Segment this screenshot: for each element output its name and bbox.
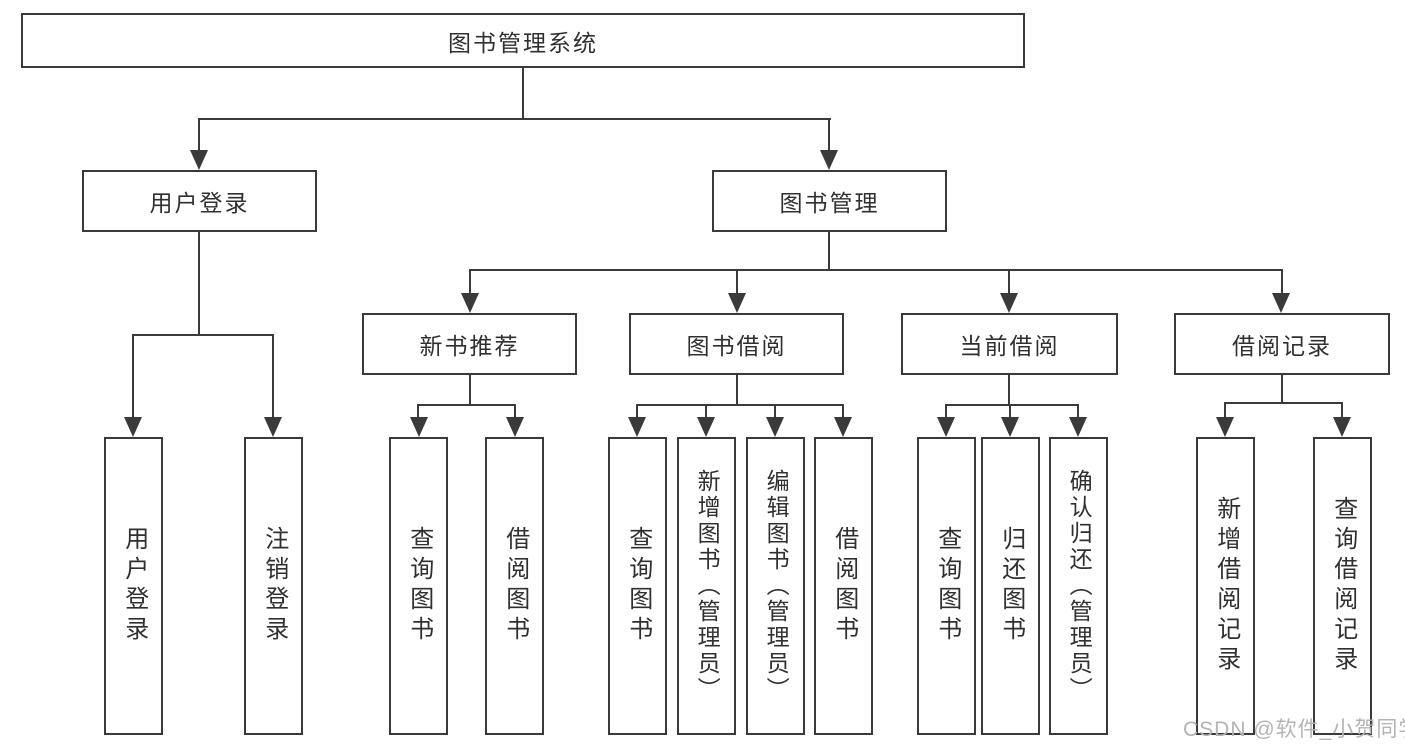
connector-line: [945, 404, 1079, 406]
arrow-down-icon: [820, 150, 838, 170]
leaf-query-books-borrowing-label: 查询图书: [624, 526, 652, 646]
arrow-down-icon: [190, 150, 208, 170]
arrow-down-icon: [697, 417, 715, 437]
connector-line: [1281, 375, 1283, 404]
node-current-borrowing: 当前借阅: [901, 313, 1118, 375]
connector-line: [198, 118, 831, 120]
node-borrowing-records: 借阅记录: [1174, 313, 1390, 375]
node-book-management-label: 图书管理: [779, 190, 880, 216]
node-new-book-recommendation-label: 新书推荐: [419, 333, 520, 359]
arrow-down-icon: [1069, 417, 1087, 437]
connector-line: [469, 269, 471, 295]
leaf-edit-books-admin: 编辑图书（管理员）: [746, 437, 805, 735]
leaf-borrow-books-recommend-label: 借阅图书: [501, 526, 529, 646]
connector-line: [1224, 402, 1343, 404]
connector-line: [1008, 269, 1010, 295]
connector-line: [736, 375, 738, 406]
arrow-down-icon: [728, 293, 746, 313]
connector-line: [1341, 402, 1343, 419]
arrow-down-icon: [1216, 417, 1234, 437]
leaf-user-login: 用户登录: [104, 437, 163, 735]
node-library-system-label: 图书管理系统: [448, 29, 598, 56]
connector-line: [272, 334, 274, 419]
leaf-query-books-current-label: 查询图书: [933, 526, 961, 646]
arrow-down-icon: [937, 417, 955, 437]
connector-line: [945, 404, 947, 419]
connector-line: [636, 404, 844, 406]
arrow-down-icon: [124, 417, 142, 437]
connector-line: [705, 404, 707, 419]
connector-line: [198, 118, 200, 154]
node-library-system: 图书管理系统: [21, 13, 1025, 68]
leaf-borrow-books-recommend: 借阅图书: [485, 437, 544, 735]
connector-line: [514, 404, 516, 419]
leaf-query-books-recommend: 查询图书: [389, 437, 448, 735]
leaf-confirm-return-admin: 确认归还（管理员）: [1049, 437, 1108, 735]
node-new-book-recommendation: 新书推荐: [362, 313, 577, 375]
arrow-down-icon: [834, 417, 852, 437]
arrow-down-icon: [461, 293, 479, 313]
node-user-login: 用户登录: [82, 170, 317, 232]
arrow-down-icon: [766, 417, 784, 437]
node-book-borrowing-label: 图书借阅: [686, 333, 787, 359]
connector-line: [417, 404, 419, 419]
arrow-down-icon: [628, 417, 646, 437]
arrow-down-icon: [1333, 417, 1351, 437]
connector-line: [1281, 269, 1283, 295]
connector-line: [132, 334, 134, 419]
arrow-down-icon: [410, 417, 428, 437]
connector-line: [774, 404, 776, 419]
leaf-query-books-recommend-label: 查询图书: [405, 526, 433, 646]
leaf-query-books-current: 查询图书: [917, 437, 976, 735]
connector-line: [842, 404, 844, 419]
connector-line: [828, 232, 830, 271]
connector-line: [469, 269, 1283, 271]
leaf-add-borrow-record-label: 新增借阅记录: [1212, 496, 1240, 676]
connector-line: [1224, 402, 1226, 419]
leaf-borrow-books-borrowing: 借阅图书: [814, 437, 873, 735]
node-user-login-label: 用户登录: [149, 190, 250, 216]
leaf-add-borrow-record: 新增借阅记录: [1196, 437, 1255, 735]
connector-line: [636, 404, 638, 419]
connector-line: [1008, 375, 1010, 406]
connector-line: [736, 269, 738, 295]
arrow-down-icon: [264, 417, 282, 437]
arrow-down-icon: [1272, 293, 1290, 313]
leaf-query-borrow-record: 查询借阅记录: [1313, 437, 1372, 735]
connector-line: [198, 232, 200, 335]
leaf-logout: 注销登录: [244, 437, 303, 735]
leaf-edit-books-admin-label: 编辑图书（管理员）: [763, 469, 790, 703]
leaf-logout-label: 注销登录: [260, 526, 288, 646]
arrow-down-icon: [1001, 417, 1019, 437]
node-book-borrowing: 图书借阅: [629, 313, 844, 375]
leaf-query-books-borrowing: 查询图书: [608, 437, 667, 735]
connector-line: [1009, 404, 1011, 419]
arrow-down-icon: [1000, 293, 1018, 313]
node-borrowing-records-label: 借阅记录: [1232, 333, 1332, 359]
leaf-return-books: 归还图书: [981, 437, 1040, 735]
leaf-add-books-admin: 新增图书（管理员）: [677, 437, 736, 735]
arrow-down-icon: [506, 417, 524, 437]
node-book-management: 图书管理: [712, 170, 947, 232]
leaf-confirm-return-admin-label: 确认归还（管理员）: [1066, 469, 1093, 703]
connector-line: [522, 68, 524, 120]
connector-line: [417, 404, 516, 406]
node-current-borrowing-label: 当前借阅: [959, 333, 1060, 359]
connector-line: [132, 334, 274, 336]
leaf-return-books-label: 归还图书: [997, 526, 1025, 646]
leaf-borrow-books-borrowing-label: 借阅图书: [830, 526, 858, 646]
connector-line: [469, 375, 471, 406]
leaf-user-login-label: 用户登录: [120, 526, 148, 646]
connector-line: [828, 118, 830, 154]
leaf-add-books-admin-label: 新增图书（管理员）: [694, 469, 721, 703]
csdn-watermark: CSDN @软件_小贺同学: [1183, 718, 1405, 741]
leaf-query-borrow-record-label: 查询借阅记录: [1329, 496, 1357, 676]
connector-line: [1077, 404, 1079, 419]
